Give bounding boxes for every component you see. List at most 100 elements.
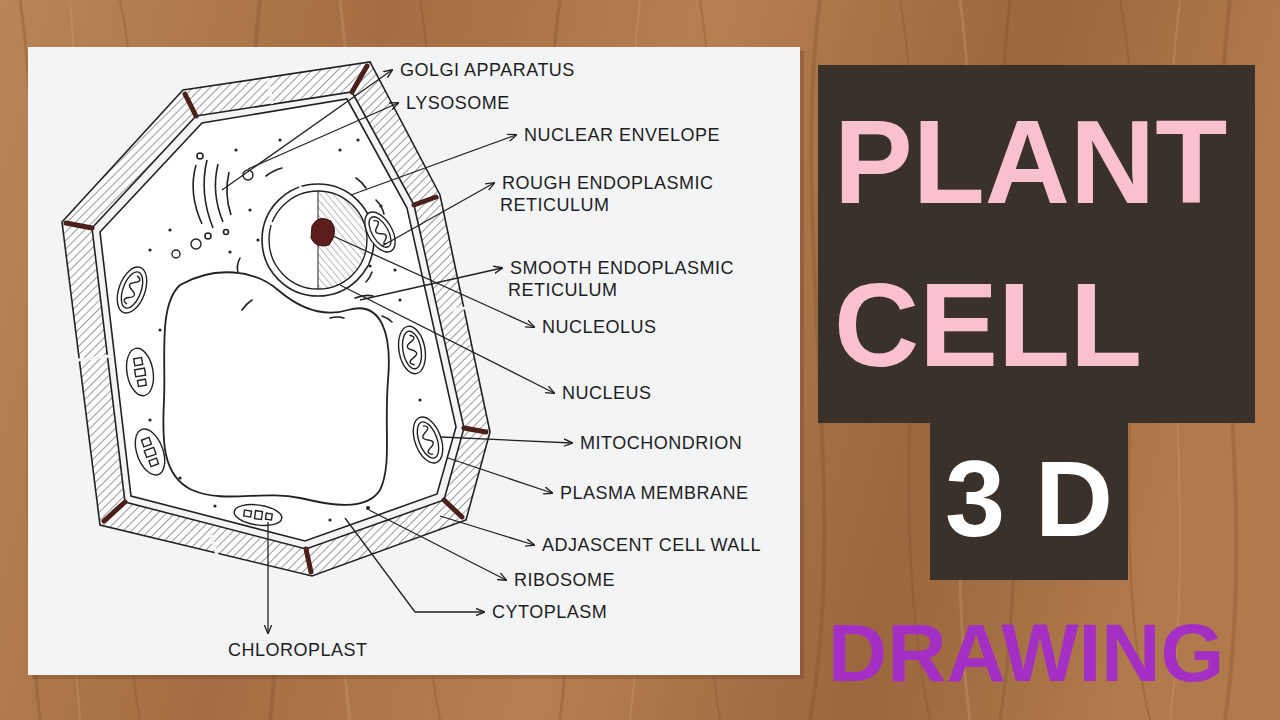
chloroplast bbox=[144, 447, 156, 457]
leader-line bbox=[441, 437, 572, 443]
part-label: ADJASCENT CELL WALL bbox=[540, 534, 763, 556]
chloroplast bbox=[233, 502, 283, 528]
chloroplast bbox=[130, 425, 171, 479]
mitochondrion bbox=[123, 275, 141, 306]
ribosome bbox=[356, 138, 359, 141]
part-label: CHLOROPLAST bbox=[226, 640, 370, 660]
mitochondrion bbox=[400, 330, 424, 371]
leader-line bbox=[369, 510, 506, 580]
ribosome bbox=[248, 208, 251, 211]
part-label: MITOCHONDRION bbox=[578, 433, 744, 453]
part-label: PLASMA MEMBRANE bbox=[558, 483, 751, 503]
title-text: 3 D bbox=[940, 434, 1118, 564]
chloroplast bbox=[244, 509, 273, 521]
mitochondrion bbox=[419, 425, 437, 456]
ribosome bbox=[148, 248, 151, 251]
leader-line bbox=[440, 516, 534, 545]
mitochondrion bbox=[395, 324, 429, 376]
part-label: CHLOROPLAST bbox=[226, 639, 370, 661]
ribosome bbox=[256, 238, 259, 241]
cell-wall bbox=[104, 502, 125, 521]
ribosome bbox=[228, 250, 231, 253]
mitochondrion bbox=[413, 419, 443, 461]
chloroplast bbox=[137, 379, 146, 386]
endoplasmic-reticulum bbox=[366, 272, 372, 282]
part-label: RIBOSOME bbox=[512, 570, 617, 590]
chloroplast bbox=[244, 510, 252, 517]
endoplasmic-reticulum bbox=[376, 200, 384, 214]
chloroplast bbox=[141, 437, 160, 467]
chloroplast bbox=[233, 502, 283, 528]
golgi-body bbox=[205, 233, 211, 239]
golgi-body bbox=[204, 160, 213, 228]
chloroplast bbox=[123, 346, 283, 528]
endoplasmic-reticulum bbox=[330, 317, 344, 318]
cell-wall bbox=[62, 62, 490, 576]
leader-line bbox=[448, 458, 552, 493]
nucleus bbox=[268, 222, 273, 224]
leader-line bbox=[360, 268, 502, 300]
ribosome bbox=[158, 328, 161, 331]
endoplasmic-reticulum bbox=[266, 168, 282, 176]
nucleus bbox=[311, 218, 335, 246]
mitochondrion bbox=[359, 207, 402, 257]
part-label: MITOCHONDRION bbox=[578, 432, 744, 454]
title-box: PLANT CELL bbox=[818, 65, 1255, 423]
ribosome bbox=[148, 138, 421, 521]
golgi-body bbox=[197, 153, 203, 159]
leader-line bbox=[248, 103, 398, 169]
nucleus bbox=[363, 262, 368, 264]
vacuole bbox=[163, 272, 389, 505]
ribosome bbox=[366, 506, 370, 510]
mitochondrion bbox=[359, 207, 402, 257]
golgi-body bbox=[215, 164, 223, 222]
ribosome bbox=[393, 268, 396, 271]
part-label: ROUGH ENDOPLASMIC RETICULUM bbox=[500, 173, 714, 215]
leader-line bbox=[382, 183, 494, 246]
lysosome bbox=[191, 239, 201, 249]
ribosome bbox=[379, 204, 382, 207]
part-label: SMOOTH ENDOPLASMIC RETICULUM bbox=[508, 258, 734, 300]
subtitle-box: 3 D bbox=[930, 418, 1128, 580]
part-label: SMOOTH ENDOPLASMIC RETICULUM bbox=[508, 257, 768, 301]
part-label: PLASMA MEMBRANE bbox=[558, 482, 751, 504]
nucleus bbox=[268, 186, 368, 264]
ribosome bbox=[418, 398, 421, 401]
leader-line bbox=[333, 236, 534, 327]
plasma-membrane bbox=[100, 99, 456, 541]
chloroplast bbox=[149, 458, 159, 466]
ribosome bbox=[278, 138, 281, 141]
ribosome bbox=[398, 298, 401, 301]
chloroplast bbox=[123, 346, 157, 398]
leader-line bbox=[345, 518, 484, 612]
part-label: LYSOSOME bbox=[404, 93, 512, 113]
nucleus bbox=[269, 191, 367, 289]
part-label: GOLGI APPARATUS bbox=[398, 59, 577, 81]
leader-line bbox=[267, 522, 268, 633]
leader-line bbox=[351, 135, 516, 195]
ribosome bbox=[178, 476, 181, 479]
mitochondrion bbox=[405, 335, 418, 366]
cell-wall bbox=[464, 428, 486, 432]
chloroplast bbox=[266, 513, 273, 520]
mitochondrion bbox=[408, 413, 449, 467]
chloroplast bbox=[135, 368, 146, 377]
mitochondrion bbox=[112, 263, 153, 317]
mitochondrion bbox=[365, 213, 396, 250]
ribosome bbox=[213, 504, 216, 507]
cell-wall bbox=[185, 94, 196, 116]
cell-wall bbox=[210, 533, 218, 558]
ribosome bbox=[328, 518, 331, 521]
endoplasmic-reticulum bbox=[382, 316, 392, 322]
nucleus bbox=[262, 184, 374, 296]
part-label: NUCLEAR ENVELOPE bbox=[522, 125, 722, 145]
part-label: GOLGI APPARATUS bbox=[398, 60, 577, 80]
title-text: PLANT CELL bbox=[834, 81, 1239, 407]
part-label: NUCLEAR ENVELOPE bbox=[522, 124, 722, 146]
paper-sheet bbox=[28, 47, 800, 675]
cell-wall bbox=[62, 62, 490, 576]
nucleus bbox=[300, 186, 302, 191]
